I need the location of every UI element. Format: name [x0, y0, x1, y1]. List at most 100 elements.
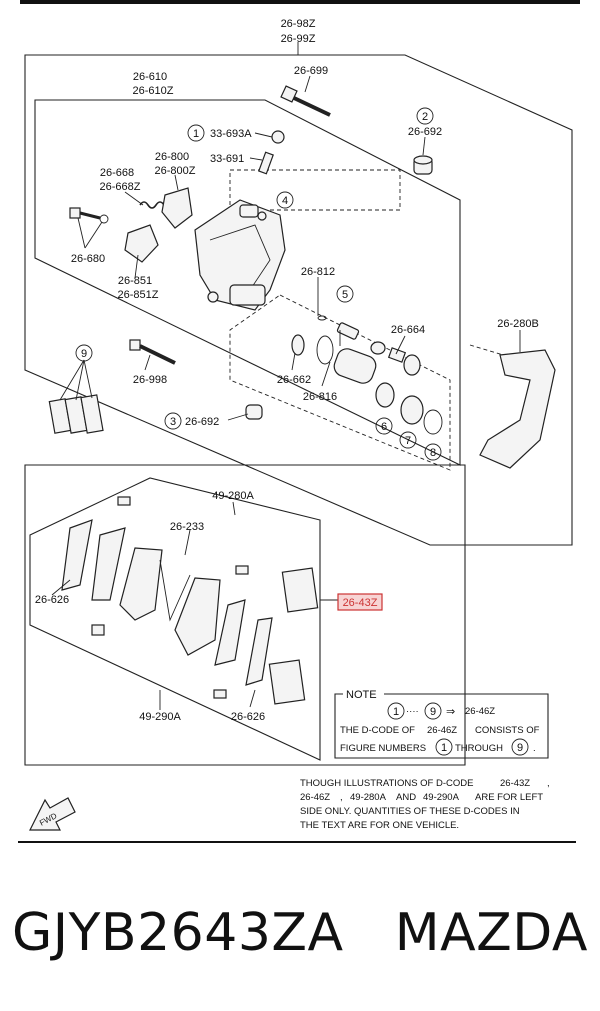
- callout-3: 3: [170, 416, 176, 428]
- label-26-812: 26-812: [301, 266, 335, 278]
- pad-kit-frame: [24, 464, 466, 766]
- label-26-664: 26-664: [391, 324, 425, 336]
- label-49-290a: 49-290A: [139, 711, 181, 723]
- label-26-851z: 26-851Z: [118, 289, 159, 301]
- note-range-from: 1: [393, 706, 399, 718]
- bleeder-cap: [271, 130, 285, 144]
- label-26-610z: 26-610Z: [133, 85, 174, 97]
- callout-9: 9: [81, 348, 87, 360]
- label-26-99z: 26-99Z: [281, 33, 316, 45]
- caliper-bracket-26-280b: [479, 349, 556, 469]
- note-line1-code: 26-46Z: [427, 725, 457, 736]
- label-26-692-top: 26-692: [408, 126, 442, 138]
- bolt-26-699: [280, 85, 331, 117]
- label-26-800z: 26-800Z: [155, 165, 196, 177]
- callout-2: 2: [422, 111, 428, 123]
- label-49-280a: 49-280A: [212, 490, 254, 502]
- caliper-body: [194, 199, 286, 311]
- callout-5: 5: [342, 289, 348, 301]
- bolt-26-680: [69, 207, 109, 224]
- label-33-693a: 33-693A: [210, 128, 252, 140]
- disclaimer-line2-code3: 49-290A: [423, 792, 460, 803]
- label-26-800: 26-800: [155, 151, 189, 163]
- label-26-626-left: 26-626: [35, 594, 69, 606]
- note-line2-end: .: [533, 743, 536, 754]
- label-26-668: 26-668: [100, 167, 134, 179]
- disclaimer: THOUGH ILLUSTRATIONS OF D-CODE 26-43Z , …: [300, 778, 550, 831]
- dust-boot-bottom: [245, 404, 263, 420]
- label-26-998: 26-998: [133, 374, 167, 386]
- label-26-43z: 26-43Z: [343, 597, 378, 609]
- note-line1-a: THE D-CODE OF: [340, 725, 415, 736]
- note-line2-n1: 1: [441, 742, 447, 754]
- highlight-box-26-43z: [337, 593, 383, 611]
- note-line2-n2: 9: [517, 742, 523, 754]
- caliper-inner-frame: [34, 99, 461, 466]
- label-26-680: 26-680: [71, 253, 105, 265]
- dashed-region-bottom: [229, 294, 451, 471]
- note-arrow: ⇒: [446, 706, 455, 718]
- note-title: NOTE: [346, 689, 377, 701]
- label-26-668z: 26-668Z: [100, 181, 141, 193]
- callout-4-circle: [276, 191, 294, 209]
- callout-5-circle: [336, 285, 354, 303]
- note-line2-mid: THROUGH: [455, 743, 503, 754]
- fwd-arrow-icon: FWD: [29, 797, 76, 831]
- note-line1-b: CONSISTS OF: [475, 725, 540, 736]
- label-26-662: 26-662: [277, 374, 311, 386]
- disclaimer-line2-code1: 26-46Z: [300, 792, 330, 803]
- disclaimer-line2-b: ,: [340, 792, 343, 803]
- callout-1-circle: [187, 124, 205, 142]
- label-26-610: 26-610: [133, 71, 167, 83]
- disclaimer-line2-c: AND: [396, 792, 416, 803]
- disclaimer-line1-a: THOUGH ILLUSTRATIONS OF D-CODE: [300, 778, 473, 789]
- footer: GJYB2643ZA MAZDA: [0, 893, 600, 973]
- pad-kit-parts: [61, 496, 319, 705]
- label-33-691: 33-691: [210, 153, 244, 165]
- dust-boot-top: [413, 155, 433, 175]
- parking-lever: [161, 187, 193, 229]
- bleeder-screw: [258, 151, 274, 175]
- note-line2-a: FIGURE NUMBERS: [340, 743, 426, 754]
- label-26-626-bottom: 26-626: [231, 711, 265, 723]
- dashed-region-top: [229, 169, 401, 211]
- parts-diagram: 26-98Z 26-99Z 26-610 26-610Z 26-699 1 33…: [18, 0, 580, 843]
- callout-7-circle: [399, 431, 417, 449]
- note-box: NOTE 1 ···· 9 ⇒ 26-46Z THE D-CODE OF 26-…: [334, 689, 549, 759]
- callout-2-circle: [416, 107, 434, 125]
- label-26-851: 26-851: [118, 275, 152, 287]
- lever-26-851: [124, 224, 159, 263]
- disclaimer-line1-end: ,: [547, 778, 550, 789]
- label-26-692-bot: 26-692: [185, 416, 219, 428]
- label-26-233: 26-233: [170, 521, 204, 533]
- callout-8-circle: [424, 443, 442, 461]
- note-range-dots: ····: [406, 706, 419, 717]
- brand-name: MAZDA: [394, 903, 588, 963]
- callout-4: 4: [282, 195, 288, 207]
- label-26-98z: 26-98Z: [281, 18, 316, 30]
- piston-assembly: [291, 315, 443, 435]
- leader-lines: [51, 42, 521, 710]
- disclaimer-line1-code: 26-43Z: [500, 778, 530, 789]
- callout-7: 7: [405, 435, 411, 447]
- label-26-280b: 26-280B: [497, 318, 539, 330]
- label-26-816: 26-816: [303, 391, 337, 403]
- label-26-699: 26-699: [294, 65, 328, 77]
- pad-set-fig9: [48, 394, 104, 434]
- pad-kit-inner: [29, 477, 321, 761]
- note-range-code: 26-46Z: [465, 706, 495, 717]
- part-number: GJYB2643ZA: [12, 903, 344, 963]
- disclaimer-line3: SIDE ONLY. QUANTITIES OF THESE D-CODES I…: [300, 806, 520, 817]
- callout-3-circle: [164, 412, 182, 430]
- disclaimer-line2-d: ARE FOR LEFT: [475, 792, 543, 803]
- spring-26-668: [139, 201, 165, 209]
- callout-6: 6: [381, 421, 387, 433]
- top-border: [20, 0, 580, 4]
- callout-1: 1: [193, 128, 199, 140]
- callout-8: 8: [430, 447, 436, 459]
- disclaimer-line4: THE TEXT ARE FOR ONE VEHICLE.: [300, 820, 459, 831]
- caliper-frame: [24, 54, 573, 546]
- guide-pin-26-998: [129, 339, 176, 365]
- callout-6-circle: [375, 417, 393, 435]
- disclaimer-line2-code2: 49-280A: [350, 792, 387, 803]
